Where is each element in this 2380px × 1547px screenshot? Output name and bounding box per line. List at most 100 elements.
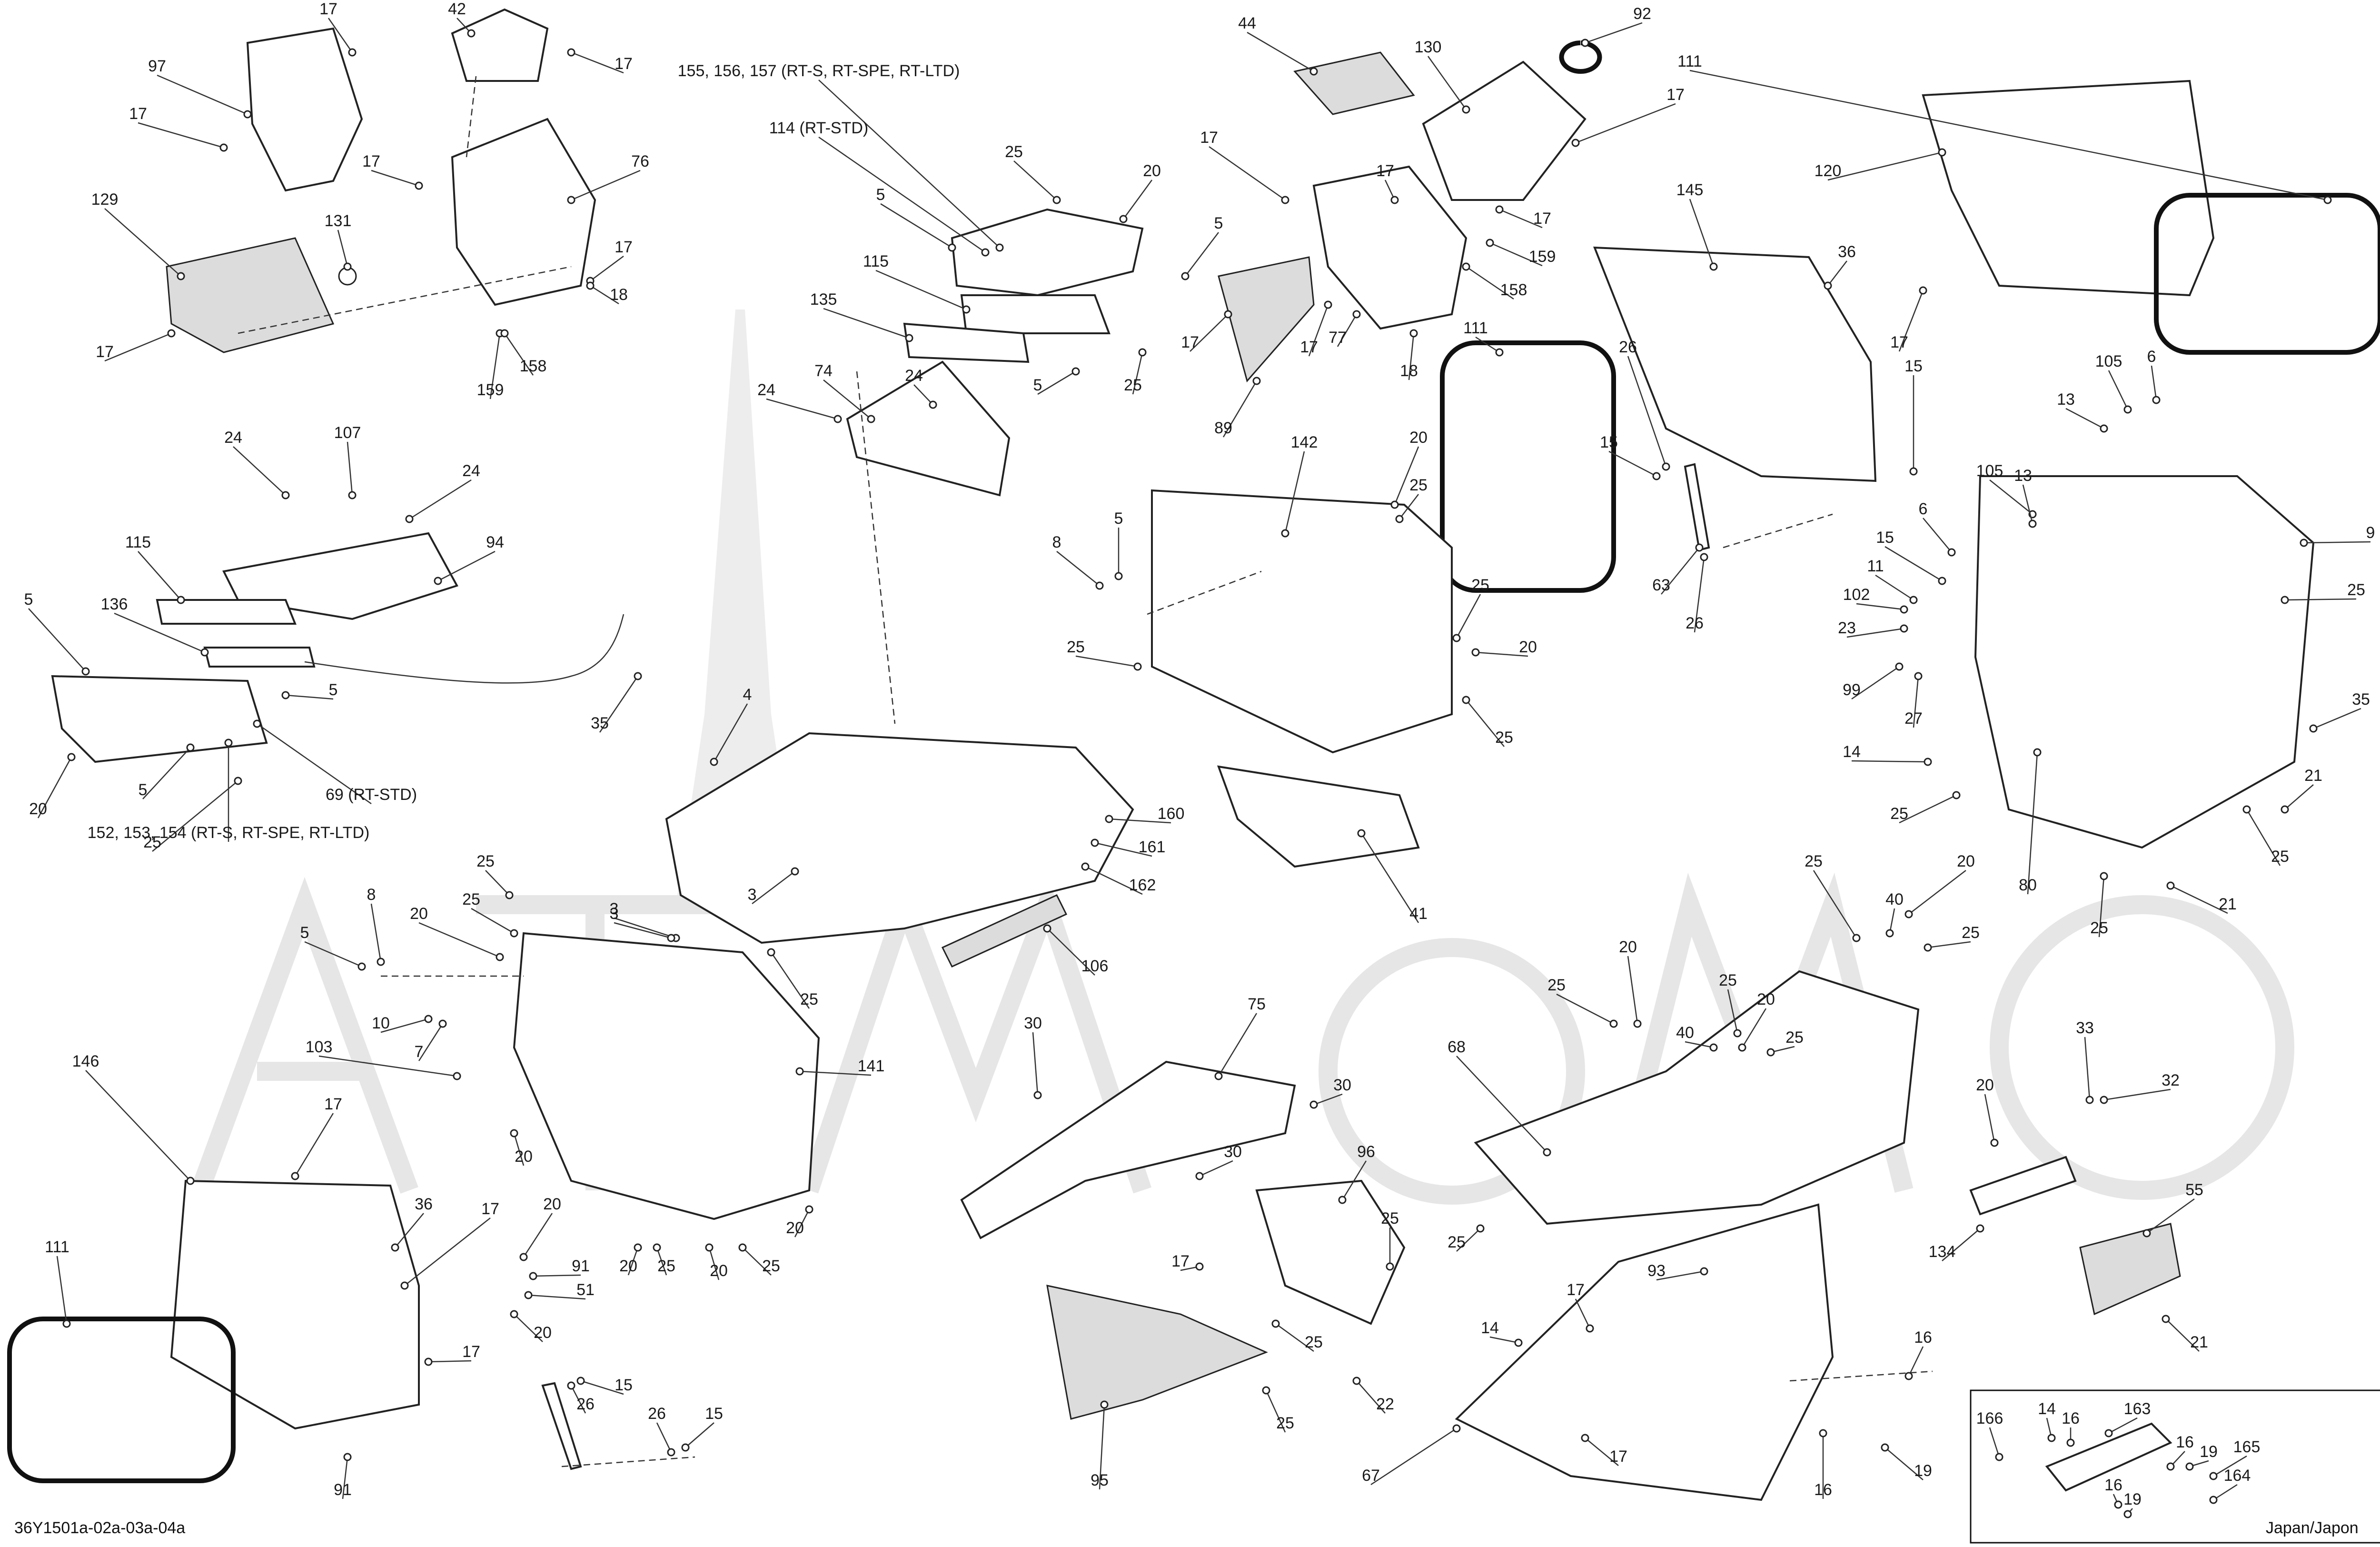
callout-label: 166: [1976, 1409, 2003, 1427]
part-115-bracket-left: [156, 599, 297, 625]
callout-leader: [1846, 628, 1904, 638]
fastener-icon: [1904, 910, 1913, 918]
fastener-icon: [186, 743, 195, 752]
callout-label: 17: [319, 0, 337, 18]
callout-label: 91: [572, 1257, 590, 1275]
callout-leader: [1099, 1404, 1105, 1490]
watermark-wheel-right: [1990, 895, 2294, 1200]
fastener-icon: [1990, 1138, 1999, 1147]
callout-label: 92: [1633, 5, 1651, 23]
fastener-icon: [2185, 1462, 2194, 1471]
fastener-icon: [1995, 1453, 2003, 1461]
callout-leader: [257, 723, 372, 805]
callout-leader: [1094, 842, 1152, 857]
callout-leader: [770, 952, 810, 1009]
callout-label: 30: [1333, 1076, 1351, 1094]
callout-leader: [1856, 603, 1904, 610]
callout-label: 25: [1124, 376, 1142, 394]
callout-label: 16: [2062, 1409, 2080, 1427]
fastener-icon: [67, 753, 76, 761]
callout-label: 25: [1805, 852, 1823, 870]
fastener-icon: [243, 110, 252, 119]
fastener-icon: [177, 272, 185, 280]
callout-label: 17: [1376, 162, 1394, 180]
callout-label: 14: [1843, 743, 1861, 761]
fastener-icon: [1390, 196, 1399, 204]
callout-label: 20: [534, 1324, 552, 1342]
callout-label: 35: [2352, 690, 2370, 709]
fastener-icon: [529, 1272, 537, 1280]
callout-leader: [104, 332, 172, 362]
fastener-icon: [567, 48, 575, 57]
callout-label: 20: [543, 1195, 561, 1213]
callout-label: 21: [2219, 895, 2237, 913]
callout-label: 163: [2124, 1400, 2151, 1418]
fastener-icon: [1695, 543, 1704, 552]
fastener-icon: [1881, 1443, 1889, 1452]
callout-label: 135: [810, 290, 837, 309]
callout-leader: [1942, 1228, 1981, 1261]
callout-leader: [1394, 446, 1419, 505]
fastener-icon: [1543, 1148, 1551, 1157]
part-130-trim: [1422, 60, 1587, 201]
callout-label: 3: [610, 905, 619, 923]
callout-leader: [2065, 408, 2104, 429]
callout-leader: [514, 1314, 543, 1342]
callout-leader: [485, 870, 510, 896]
callout-leader: [418, 1023, 444, 1061]
fastener-icon: [2242, 805, 2251, 814]
callout-leader: [590, 285, 619, 305]
callout-label: 158: [520, 357, 547, 375]
part-106-strip: [941, 894, 1068, 968]
watermark-wheel-left: [1319, 938, 1585, 1205]
fastener-icon: [1352, 310, 1361, 319]
callout-leader: [1284, 451, 1305, 534]
callout-label: 44: [1238, 14, 1256, 32]
fastener-icon: [2114, 1500, 2122, 1509]
callout-label: 25: [1785, 1028, 1804, 1047]
callout-leader: [138, 551, 181, 600]
callout-label: 17: [1666, 86, 1685, 104]
fastener-icon: [2100, 872, 2108, 880]
fastener-icon: [291, 1172, 299, 1180]
callout-leader: [523, 1213, 553, 1258]
callout-leader: [1689, 70, 2328, 201]
fastener-icon: [348, 491, 357, 499]
fastener-icon: [634, 1243, 642, 1252]
callout-leader: [1356, 1380, 1386, 1414]
callout-label: 17: [1300, 338, 1318, 356]
callout-label: 35: [591, 714, 609, 732]
callout-label: 25: [2271, 848, 2289, 866]
fastener-icon: [524, 1291, 533, 1299]
fastener-icon: [1581, 1434, 1589, 1442]
callout-label: 165: [2233, 1438, 2261, 1456]
callout-label: 25: [1547, 976, 1566, 994]
callout-leader: [614, 917, 676, 939]
callout-leader: [1884, 1447, 1924, 1480]
fastener-icon: [1486, 239, 1494, 247]
fastener-icon: [400, 1281, 409, 1290]
fastener-icon: [1738, 1043, 1746, 1052]
callout-leader: [1627, 956, 1638, 1024]
callout-label: 26: [1686, 614, 1704, 632]
fastener-icon: [2209, 1472, 2218, 1480]
callout-label: 24: [757, 381, 775, 399]
callout-label: 75: [1248, 995, 1266, 1013]
fastener-icon: [2033, 748, 2042, 757]
callout-leader: [1132, 352, 1143, 395]
part-146-case: [170, 1179, 420, 1430]
fastener-icon: [1252, 377, 1261, 385]
fastener-icon: [767, 948, 775, 957]
fastener-icon: [1462, 696, 1470, 704]
callout-label: 18: [610, 286, 628, 304]
callout-label: 77: [1329, 329, 1347, 347]
fastener-icon: [1309, 1100, 1318, 1109]
fastener-icon: [1852, 934, 1861, 942]
fastener-icon: [234, 777, 242, 785]
callout-label: 25: [476, 852, 495, 870]
callout-label: 89: [1214, 419, 1232, 437]
callout-leader: [2146, 1198, 2195, 1234]
fastener-icon: [186, 1177, 195, 1185]
fastener-icon: [1495, 205, 1504, 214]
callout-leader: [2027, 752, 2038, 895]
